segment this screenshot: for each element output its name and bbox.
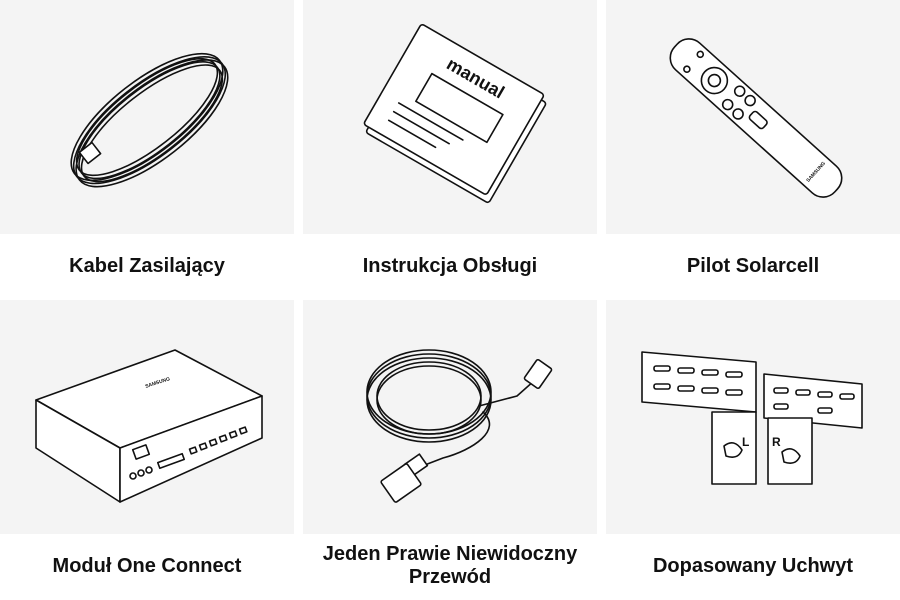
manual-book-icon: manual [363,24,547,204]
accessory-image-tile: SAMSUNG [0,300,294,534]
accessory-card-manual: manual Instrukcja Obsługi [303,0,597,298]
remote-control-icon: SAMSUNG [669,38,843,198]
accessory-card-one-connect: SAMSUNG Moduł One Connect [0,300,294,598]
power-cable-icon [70,52,229,188]
wall-mount-bracket-icon: L R [641,351,863,485]
accessory-label: Jeden Prawie Niewidoczny Przewód [322,543,578,588]
accessory-label: Kabel Zasilający [69,254,225,277]
accessory-label: Instrukcja Obsługi [362,254,538,277]
accessory-card-wall-mount: L R Dopasowany Uchwyt [606,300,900,598]
accessory-image-tile: SAMSUNG [606,0,900,234]
accessory-label: Moduł One Connect [52,554,242,577]
accessory-image-tile [303,300,597,534]
accessory-card-power-cable: Kabel Zasilający [0,0,294,298]
invisible-cable-icon [366,349,553,503]
accessory-image-tile: manual [303,0,597,234]
one-connect-box-icon: SAMSUNG [35,349,263,503]
accessory-label: Pilot Solarcell [686,254,820,277]
accessory-card-remote: SAMSUNG Pilot Solarcell [606,0,900,298]
right-bracket-mark: R [772,435,781,449]
accessory-label: Dopasowany Uchwyt [652,554,854,577]
accessory-image-tile: L R [606,300,900,534]
accessory-image-tile [0,0,294,234]
left-bracket-mark: L [742,435,749,449]
accessory-card-invisible-cable: Jeden Prawie Niewidoczny Przewód [303,300,597,598]
